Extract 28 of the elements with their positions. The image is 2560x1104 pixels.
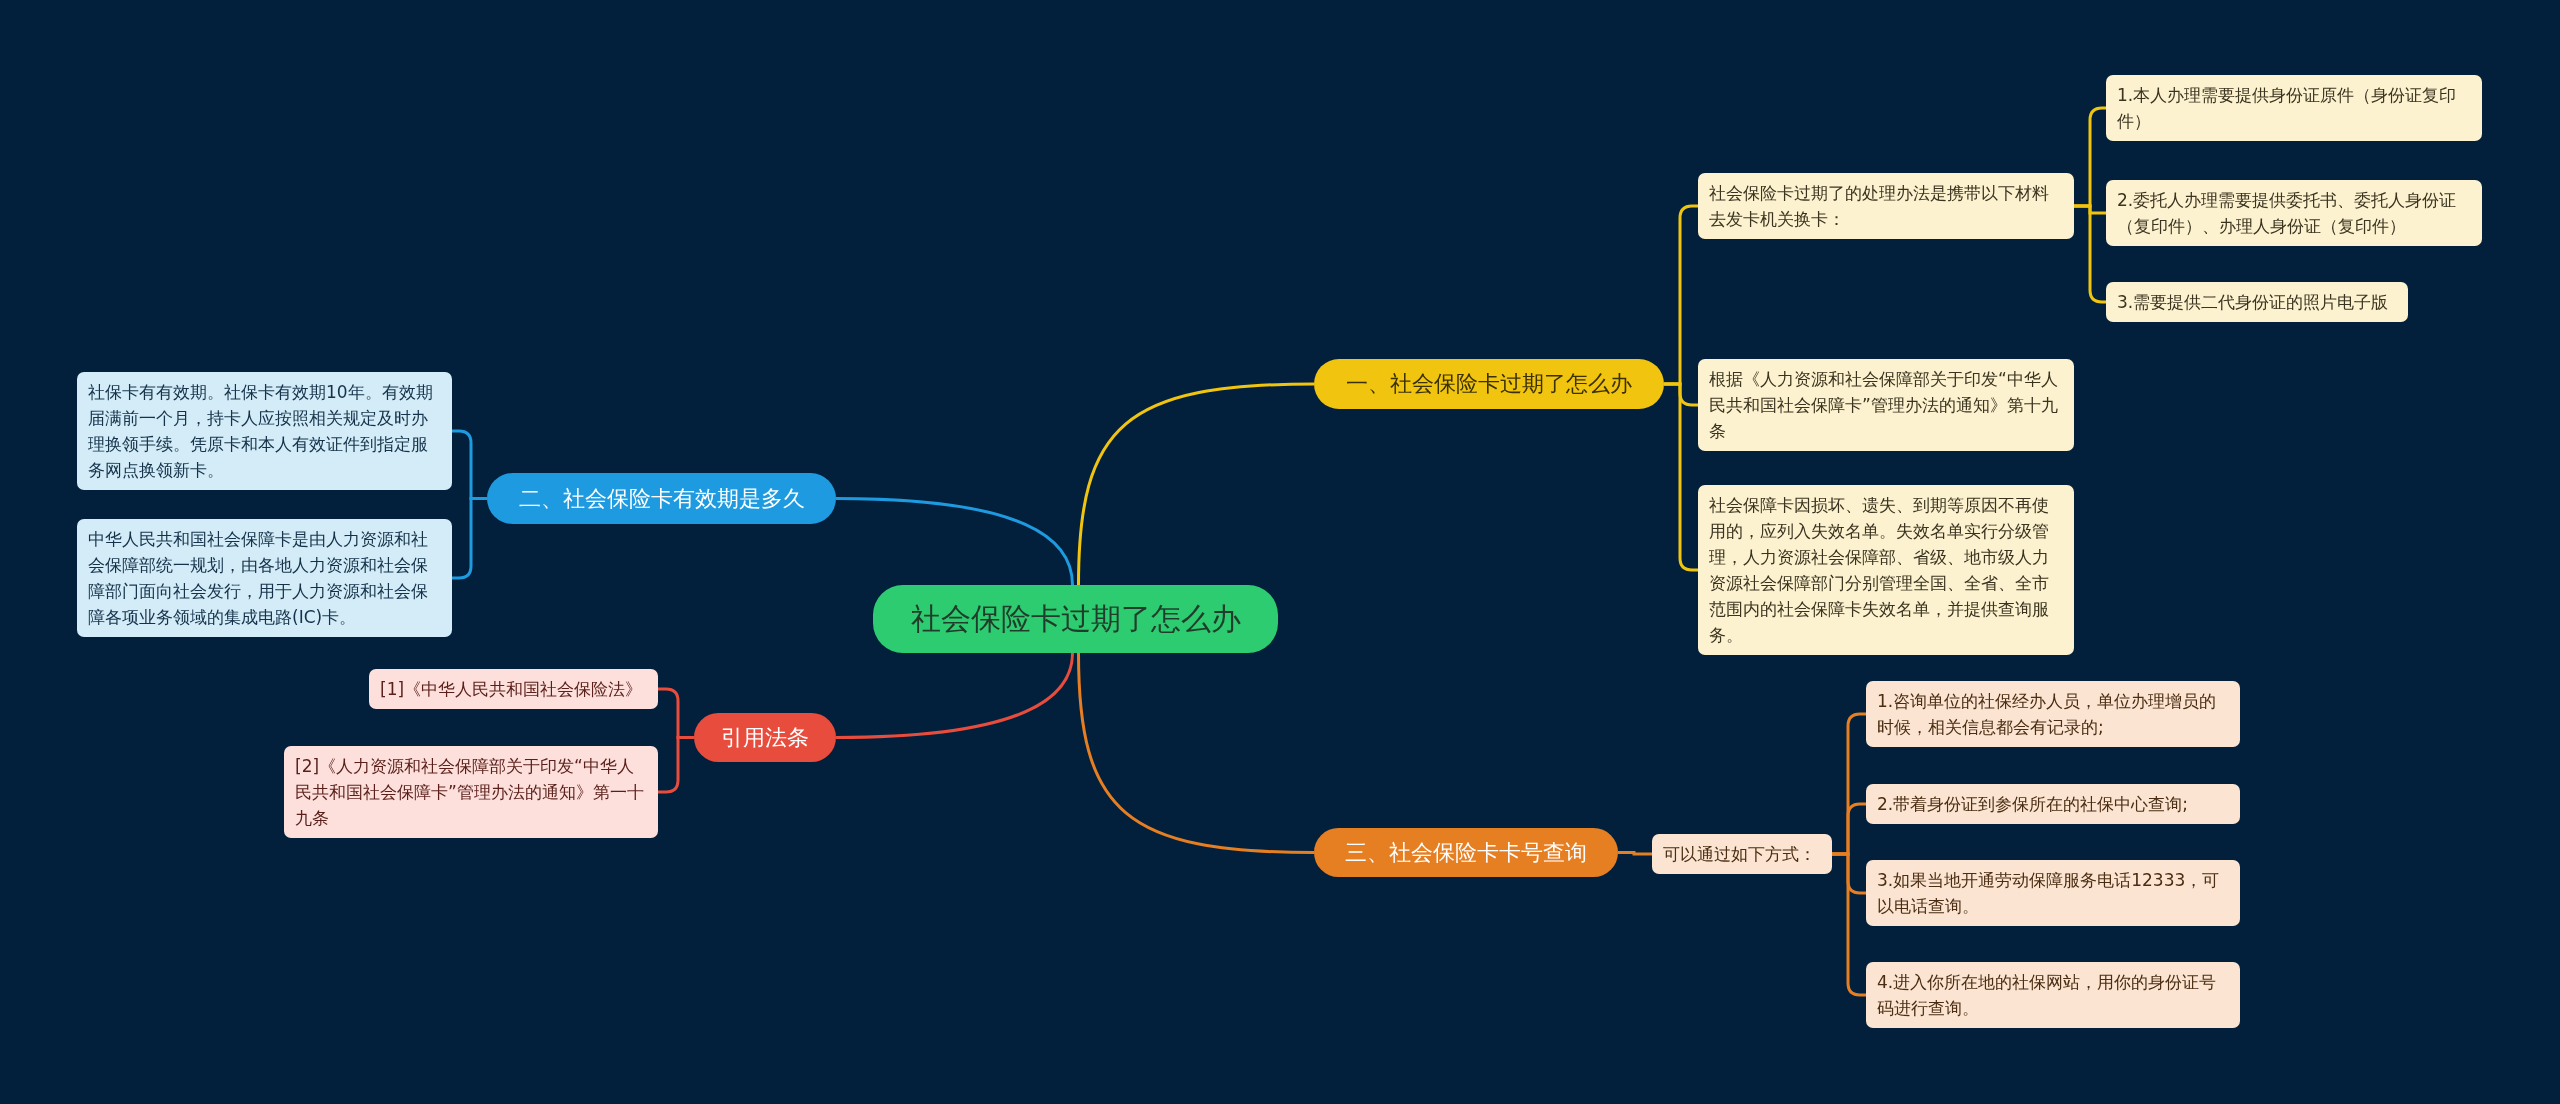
branch-topic: 一、社会保险卡过期了怎么办	[1314, 359, 1664, 409]
connector-line	[1832, 852, 1866, 997]
topic-box: [1]《中华人民共和国社会保险法》	[369, 669, 658, 709]
connector-line	[1077, 652, 1315, 854]
topic-box: 社保卡有有效期。社保卡有效期10年。有效期届满前一个月，持卡人应按照相关规定及时办理换领手续。凭原卡和本人有效证件到指定服务网点换领新卡。	[77, 372, 452, 490]
topic-box: 可以通过如下方式：	[1652, 834, 1832, 874]
branch-topic: 引用法条	[694, 713, 836, 762]
topic-box: 社会保障卡因损坏、遗失、到期等原因不再使用的，应列入失效名单。失效名单实行分级管理，人力资源社会保障部、省级、地市级人力资源社会保障部门分别管理全国、全省、全市范围内的社会保障卡失效名单，并提供查询服务。	[1698, 485, 2074, 655]
connector-line	[658, 736, 694, 794]
connector-line	[1077, 382, 1315, 586]
topic-box: 3.需要提供二代身份证的照片电子版	[2106, 282, 2408, 322]
topic-box: 1.咨询单位的社保经办人员，单位办理增员的时候，相关信息都会有记录的;	[1866, 681, 2240, 747]
topic-box: 中华人民共和国社会保障卡是由人力资源和社会保障部统一规划，由各地人力资源和社会保障部门面向社会发行，用于人力资源和社会保障各项业务领域的集成电路(IC)卡。	[77, 519, 452, 637]
topic-box: 3.如果当地开通劳动保障服务电话12333，可以电话查询。	[1866, 860, 2240, 926]
connector-line	[835, 497, 1074, 586]
connector-line	[835, 652, 1074, 739]
topic-box: 2.委托人办理需要提供委托书、委托人身份证（复印件）、办理人身份证（复印件）	[2106, 180, 2482, 246]
topic-box: [2]《人力资源和社会保障部关于印发“中华人民共和国社会保障卡”管理办法的通知》第一十九条	[284, 746, 658, 838]
topic-box: 1.本人办理需要提供身份证原件（身份证复印件）	[2106, 75, 2482, 141]
topic-box: 4.进入你所在地的社保网站，用你的身份证号码进行查询。	[1866, 962, 2240, 1028]
topic-box: 根据《人力资源和社会保障部关于印发“中华人民共和国社会保障卡”管理办法的通知》第十九条	[1698, 359, 2074, 451]
topic-box: 2.带着身份证到参保所在的社保中心查询;	[1866, 784, 2240, 824]
branch-topic: 三、社会保险卡卡号查询	[1314, 828, 1618, 877]
topic-box: 社会保险卡过期了的处理办法是携带以下材料去发卡机关换卡：	[1698, 173, 2074, 239]
connector-line	[452, 497, 487, 580]
branch-topic: 二、社会保险卡有效期是多久	[487, 473, 836, 524]
root-topic: 社会保险卡过期了怎么办	[873, 585, 1278, 653]
connector-line	[1618, 851, 1652, 856]
